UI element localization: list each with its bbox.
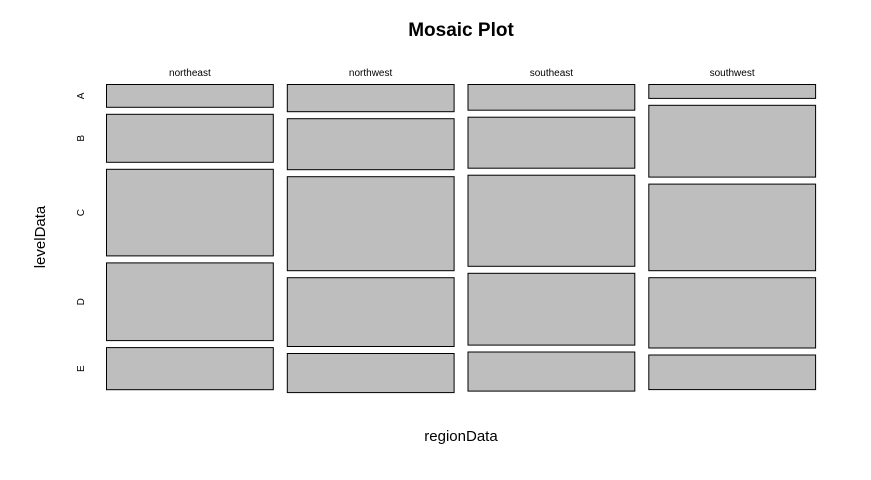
column-label-southeast: southeast bbox=[530, 68, 574, 79]
tile-northeast-E bbox=[106, 347, 274, 391]
tile-northwest-C bbox=[286, 176, 455, 272]
tile-southeast-D bbox=[467, 272, 636, 346]
column-labels: northeast northwest southeast southwest bbox=[169, 68, 755, 79]
row-label-A: A bbox=[76, 92, 87, 99]
column-label-southwest: southwest bbox=[710, 68, 755, 79]
tile-northeast-D bbox=[106, 262, 274, 342]
tile-southwest-E bbox=[648, 354, 817, 391]
tile-southeast-C bbox=[467, 174, 636, 267]
tile-northeast-A bbox=[106, 84, 274, 108]
tile-southwest-A bbox=[648, 84, 817, 99]
row-label-B: B bbox=[76, 135, 87, 142]
tile-northwest-D bbox=[286, 277, 455, 348]
row-label-D: D bbox=[76, 298, 87, 305]
tile-southeast-B bbox=[467, 116, 636, 169]
row-label-C: C bbox=[76, 209, 87, 216]
column-label-northwest: northwest bbox=[349, 68, 393, 79]
y-axis-label: levelData bbox=[32, 205, 49, 268]
tile-southwest-D bbox=[648, 277, 817, 349]
chart-title: Mosaic Plot bbox=[408, 20, 514, 41]
tile-southeast-E bbox=[467, 351, 636, 392]
tile-northeast-C bbox=[106, 168, 274, 257]
tile-southeast-A bbox=[467, 84, 636, 111]
tile-northwest-E bbox=[286, 353, 455, 394]
tile-southwest-B bbox=[648, 104, 817, 178]
row-label-E: E bbox=[76, 365, 87, 372]
row-labels: A B C D E bbox=[76, 92, 87, 372]
column-label-northeast: northeast bbox=[169, 68, 211, 79]
mosaic-tiles bbox=[106, 84, 817, 394]
tile-northeast-B bbox=[106, 113, 274, 163]
tile-northwest-A bbox=[286, 84, 455, 113]
tile-northwest-B bbox=[286, 118, 455, 171]
tile-southwest-C bbox=[648, 183, 817, 272]
x-axis-label: regionData bbox=[424, 428, 498, 445]
